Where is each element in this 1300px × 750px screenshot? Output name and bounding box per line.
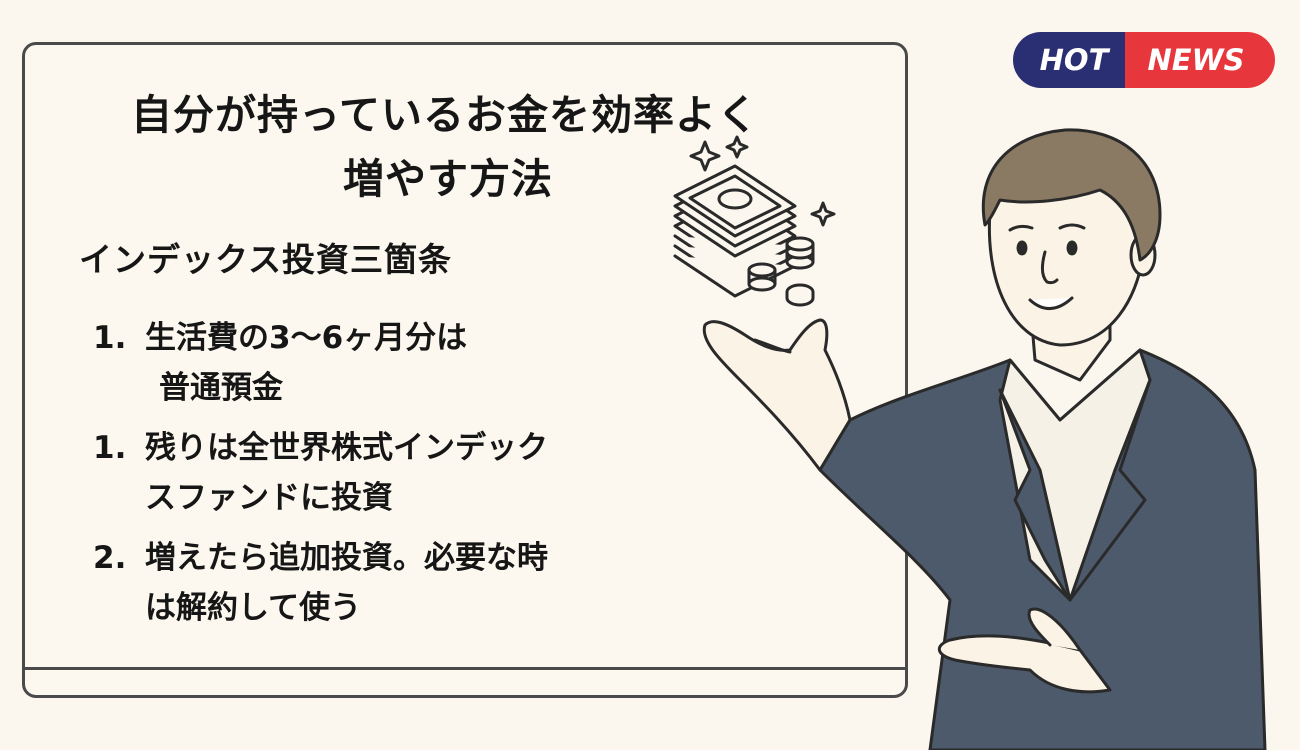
hair <box>981 128 1162 262</box>
rule-text-line: スファンドに投資 <box>145 480 393 516</box>
rule-text-line: 生活費の3〜6ヶ月分は <box>145 320 468 356</box>
rules-list: 1. 生活費の3〜6ヶ月分は 普通預金 1. 残りは全世界株式インデック スファ… <box>93 313 548 643</box>
coins-icon <box>747 236 815 307</box>
rule-text-line: 残りは全世界株式インデック <box>145 430 548 466</box>
rule-text-line: 普通預金 <box>159 370 283 406</box>
rule-text-line: は解約して使う <box>145 590 362 626</box>
title-line-1: 自分が持っているお金を効率よく <box>131 91 759 139</box>
businessman-illustration <box>673 128 1267 750</box>
rule-number: 2. <box>93 540 127 576</box>
hot-news-badge: HOT NEWS <box>1013 32 1275 88</box>
lapels <box>998 378 1152 602</box>
rule-item: 2. 増えたら追加投資。必要な時 は解約して使う <box>93 533 548 633</box>
rule-number: 1. <box>93 430 127 466</box>
badge-hot: HOT <box>1013 32 1125 88</box>
rule-text-line: 増えたら追加投資。必要な時 <box>145 540 548 576</box>
sparkle-icon <box>689 140 721 172</box>
badge-news: NEWS <box>1125 32 1275 88</box>
title-line-2: 増やす方法 <box>343 155 553 203</box>
sparkle-icon <box>810 201 836 227</box>
sparkle-icon <box>725 135 749 159</box>
rule-text: 残りは全世界株式インデック スファンドに投資 <box>145 423 548 523</box>
whiteboard-ledge <box>25 667 905 670</box>
rule-text: 増えたら追加投資。必要な時 は解約して使う <box>145 533 548 633</box>
lower-hand <box>937 607 1112 694</box>
rule-text: 生活費の3〜6ヶ月分は 普通預金 <box>145 313 467 413</box>
main-title: 自分が持っているお金を効率よく 増やす方法 <box>65 83 825 211</box>
raised-hand <box>702 318 852 472</box>
rule-item: 1. 残りは全世界株式インデック スファンドに投資 <box>93 423 548 523</box>
subtitle: インデックス投資三箇条 <box>79 240 453 279</box>
face <box>1008 223 1086 310</box>
rule-number: 1. <box>93 320 127 356</box>
money-stack-icon <box>673 164 797 298</box>
rule-item: 1. 生活費の3〜6ヶ月分は 普通預金 <box>93 313 548 413</box>
